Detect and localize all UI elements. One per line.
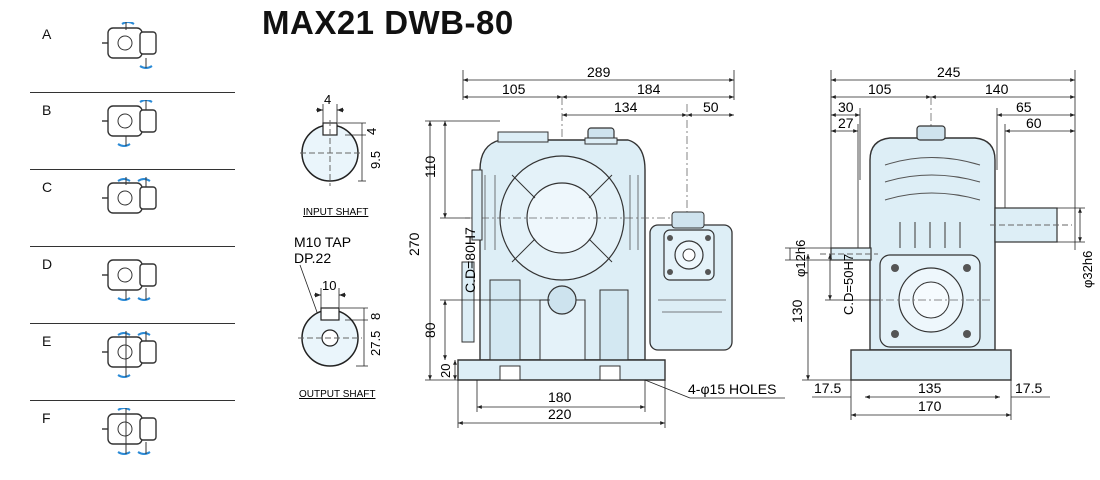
mounting-options-panel: A B C D: [0, 0, 235, 480]
side-input-length-a: 30: [838, 99, 854, 115]
option-letter: D: [42, 256, 53, 272]
output-depth: DP.22: [294, 250, 331, 266]
side-base: [850, 349, 1012, 381]
mounting-f-icon: [101, 408, 157, 455]
side-base-left: 17.5: [814, 380, 841, 396]
side-view: 245 105 140 30 27 65 60: [785, 64, 1095, 420]
front-input-offset: 50: [703, 99, 719, 115]
side-overall-width: 245: [937, 64, 961, 80]
option-letter: C: [42, 179, 53, 195]
side-right-width: 140: [985, 81, 1009, 97]
input-key-depth: 4: [364, 128, 379, 135]
front-to-input: 134: [614, 99, 638, 115]
input-shaft-diagram: 4 4 9.5 INPUT SHAFT: [300, 92, 383, 218]
side-input-dia: φ12h6: [793, 240, 808, 277]
option-divider: [30, 323, 235, 324]
option-divider: [30, 169, 235, 170]
mounting-b-icon: [101, 100, 157, 147]
side-base-width: 170: [918, 398, 942, 414]
front-lower-height: 80: [422, 322, 438, 338]
mounting-c-icon: [101, 177, 157, 214]
option-letter: B: [42, 102, 52, 118]
side-output-length-a: 65: [1016, 99, 1032, 115]
side-center-height: 130: [789, 299, 805, 323]
output-key-depth: 8: [368, 313, 383, 320]
option-letter: E: [42, 333, 52, 349]
front-overall-width: 289: [587, 64, 611, 80]
output-shaft-label: OUTPUT SHAFT: [299, 389, 375, 400]
side-center-distance: C.D=50H7: [841, 254, 856, 315]
option-divider: [30, 246, 235, 247]
front-right-width: 184: [637, 81, 661, 97]
mounting-option-f: F: [30, 404, 235, 480]
mounting-option-c: C: [30, 173, 235, 249]
output-height: 27.5: [368, 331, 383, 356]
mounting-e-icon: [101, 331, 157, 378]
side-input-length-b: 27: [838, 115, 854, 131]
mounting-d-icon: [101, 259, 157, 301]
option-divider: [30, 400, 235, 401]
mounting-option-d: D: [30, 250, 235, 326]
front-base-width: 220: [548, 406, 572, 422]
input-height: 9.5: [368, 151, 383, 169]
output-key: [320, 307, 340, 321]
output-shaft-diagram: M10 TAP DP.22 10 8 27.5 OUTPUT SHAFT: [294, 234, 383, 400]
front-hole-spacing: 180: [548, 389, 572, 405]
output-key-width: 10: [322, 278, 336, 293]
mounting-option-e: E: [30, 327, 235, 403]
input-key-width: 4: [324, 92, 331, 107]
side-output-dia: φ32h6: [1080, 251, 1095, 288]
input-shaft-label: INPUT SHAFT: [303, 207, 368, 218]
front-upper-height: 110: [422, 155, 438, 178]
mounting-option-b: B: [30, 96, 235, 172]
front-holes: 4-φ15 HOLES: [688, 381, 776, 397]
option-divider: [30, 92, 235, 93]
output-tap: M10 TAP: [294, 234, 351, 250]
side-left-width: 105: [868, 81, 892, 97]
option-letter: F: [42, 410, 51, 426]
side-base-right: 17.5: [1015, 380, 1042, 396]
page-title: MAX21 DWB-80: [262, 4, 514, 41]
front-base: [457, 359, 666, 381]
option-letter: A: [42, 26, 52, 42]
front-overall-height: 270: [406, 232, 422, 256]
mounting-option-a: A: [30, 20, 235, 96]
front-left-width: 105: [502, 81, 526, 97]
front-view: 289 105 184 134 50: [406, 64, 785, 428]
side-output-length-b: 60: [1026, 115, 1042, 131]
front-center-distance: C.D=80H7: [462, 227, 478, 293]
mounting-a-icon: [101, 22, 157, 69]
side-hole-spacing: 135: [918, 380, 942, 396]
front-base-height: 20: [438, 364, 453, 378]
